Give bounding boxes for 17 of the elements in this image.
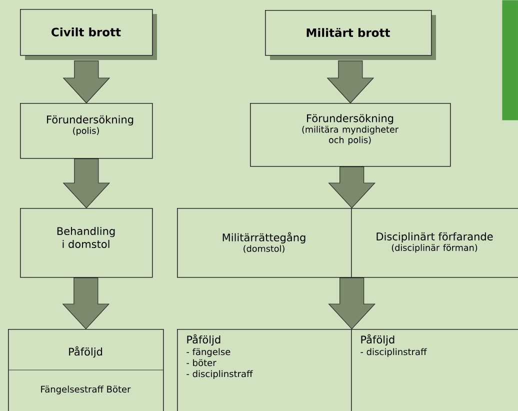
arrow — [326, 60, 374, 104]
result-box: Påföljd - fängelse - böter - disciplinstraff — [177, 329, 352, 411]
arrow — [62, 60, 110, 104]
result-box: Påföljd Fängelsestraff Böter — [8, 329, 164, 411]
process-box: Militärrättegång (domstol) — [177, 208, 352, 278]
result-box: Påföljd - disciplinstraff — [351, 329, 518, 411]
heading-box: Militärt brott — [265, 10, 436, 60]
side-bar — [502, 0, 518, 120]
heading-box: Civilt brott — [20, 9, 157, 60]
process-box: Förundersökning (polis) — [20, 103, 153, 159]
process-box: Förundersökning (militära myndigheter och polis) — [250, 103, 451, 167]
arrow — [62, 158, 110, 208]
arrow — [328, 278, 376, 330]
arrow — [62, 278, 110, 330]
process-box: Disciplinärt förfarande (disciplinär förman) — [351, 208, 518, 278]
process-box: Behandling i domstol — [20, 208, 153, 278]
arrow — [328, 166, 376, 208]
